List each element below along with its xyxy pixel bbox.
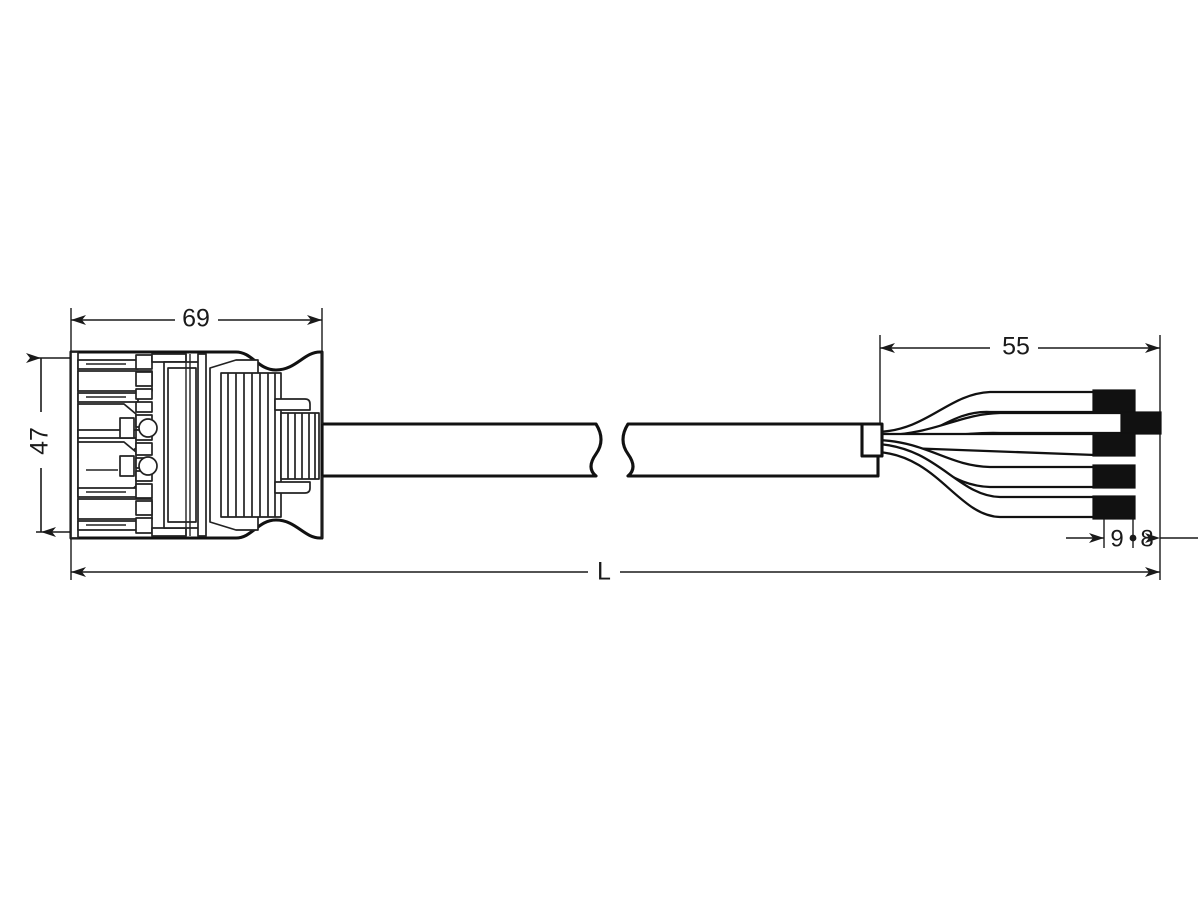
wire-3 — [876, 432, 1136, 457]
cable-sheath-right — [621, 422, 880, 478]
locking-tab-upper — [274, 398, 311, 411]
dimension-69-label: 69 — [182, 305, 210, 333]
dimension-47: 47 — [26, 353, 56, 537]
strain-relief-rib-panel — [220, 372, 282, 518]
ferrule-tip-1 — [1092, 389, 1136, 415]
dimension-47-label: 47 — [26, 427, 54, 455]
connector-locking-tabs — [274, 398, 311, 494]
latch-tooth-12 — [135, 517, 153, 534]
secondary-rib-panel — [280, 412, 320, 480]
side-clip-lower — [119, 455, 135, 477]
locking-tab-lower — [274, 481, 311, 494]
dimension-9-label: 9 — [1110, 525, 1123, 552]
wire-4 — [876, 438, 1136, 489]
dimension-55: 55 — [880, 333, 1160, 361]
flange-rib — [197, 353, 207, 537]
connector-latch-column — [119, 354, 158, 534]
connector-rear-face — [70, 351, 79, 539]
connector-flange — [197, 353, 207, 537]
latch-tooth-1 — [135, 354, 153, 370]
side-clip-upper — [119, 417, 135, 439]
latch-tooth-3 — [135, 388, 153, 400]
latch-tooth-4 — [135, 401, 153, 413]
coding-hole-lower — [138, 456, 158, 476]
ferrule-tip-4 — [1092, 464, 1136, 489]
ferrule-tip-3 — [1092, 432, 1136, 457]
latch-tooth-11 — [135, 500, 153, 516]
wire-5 — [876, 442, 1136, 520]
latch-tooth-7 — [135, 442, 153, 456]
ferrule-tip-5 — [1092, 495, 1136, 520]
latch-tooth-2 — [135, 371, 153, 387]
connector-housing — [69, 350, 324, 540]
dimension-55-label: 55 — [1002, 333, 1030, 361]
wire-bundle — [860, 389, 1162, 520]
dimension-8-label: 8 — [1140, 525, 1153, 552]
dimension-dot-marker — [1129, 534, 1137, 542]
shell-rail-top — [151, 353, 187, 363]
latch-tooth-10 — [135, 483, 153, 499]
dimension-L: L — [71, 558, 1160, 586]
shell-rail-bottom — [151, 527, 187, 537]
strain-relief-ribbed-main — [209, 359, 282, 531]
wire-fanout-root — [860, 422, 884, 458]
collar-inner — [167, 367, 197, 523]
connector-mid-collar — [163, 354, 201, 536]
dimension-L-label: L — [597, 558, 611, 586]
strain-relief-ribbed-secondary — [280, 412, 320, 480]
dimension-9-8: 9 8 — [1066, 525, 1198, 552]
coding-hole-upper — [138, 418, 158, 438]
dimension-69: 69 — [71, 305, 322, 333]
ferrule-tip-2 — [1120, 411, 1162, 435]
cable-sheath-left — [320, 422, 603, 478]
